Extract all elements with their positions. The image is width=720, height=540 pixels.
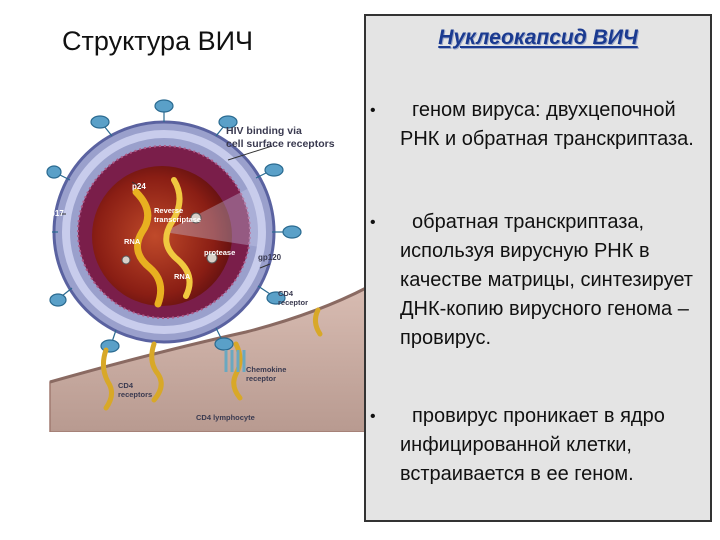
rna-strand [163,177,193,299]
slide-title: Структура ВИЧ [62,26,254,56]
label-cd4-receptors-1: CD4 [118,381,134,390]
label-p17: p17 [50,209,64,218]
bullet-item: • геном вируса: двухцепочной РНК и обрат… [370,96,705,154]
label-hiv-binding: HIV binding via [226,125,302,137]
virion-core [92,166,232,306]
bullet-item: • обратная транскриптаза, используя виру… [370,208,705,353]
label-cd4-receptor-2: receptor [278,298,308,307]
panel-title: Нуклеокапсид ВИЧ [438,26,638,49]
protease-enzyme [206,252,218,264]
chemokine-receptor [224,350,246,372]
label-gp120: gp120 [258,253,282,262]
bullet-item: • провирус проникает в ядро инфицированн… [370,402,705,489]
label-protease: protease [204,248,235,257]
rna-strand [132,188,165,308]
nucleocapsid-panel: Нуклеокапсид ВИЧ • геном вируса: двухцеп… [364,14,712,522]
hiv-virion-diagram: HIV binding via cell surface receptors p… [46,99,368,432]
label-rna-1: RNA [124,237,141,246]
label-cell-surface-receptors: cell surface receptors [226,138,335,150]
reverse-transcriptase [190,212,202,224]
hiv-structure-illustration: HIV binding via cell surface receptors p… [46,82,368,432]
gp120-spikes [46,99,302,353]
label-chemokine-1: Chemokine [246,365,286,374]
label-p24: p24 [132,182,146,191]
label-cd4-lymphocyte: CD4 lymphocyte [196,413,255,422]
bullet-text: обратная транскриптаза, используя вирусн… [400,211,693,349]
bullet-text: провирус проникает в ядро инфицированной… [400,405,665,485]
bullet-dot: • [370,214,376,231]
label-reverse: Reverse [154,206,183,215]
label-cd4-receptor-1: CD4 [278,289,294,298]
label-transcriptase: transcriptase [154,215,201,224]
bullet-text: геном вируса: двухцепочной РНК и обратна… [400,99,694,150]
bullet-dot: • [370,102,376,119]
label-cd4-receptors-2: receptors [118,390,152,399]
label-chemokine-2: receptor [246,374,276,383]
bullet-dot: • [370,408,376,425]
label-rna-2: RNA [174,272,191,281]
